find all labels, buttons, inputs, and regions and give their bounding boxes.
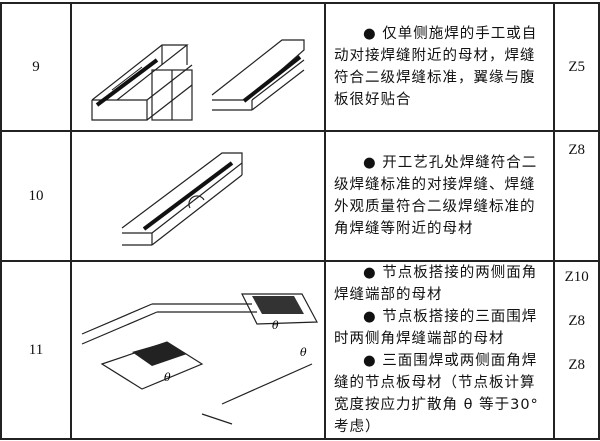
description-text: ● 仅单侧施焊的手工或自动对接焊缝附近的母材，焊缝符合二级焊缝标准，翼缘与腹板很… <box>334 26 538 108</box>
gusset-plate-lap-weld-figure: θ θ θ <box>81 293 319 425</box>
description-text: ● 节点板搭接的两侧面角焊缝端部的母材 <box>334 265 538 303</box>
i-beam-butt-weld-figure <box>91 39 305 121</box>
table-row: 9 ● 仅单侧施焊的手工或自动对接焊缝附近 <box>0 2 600 132</box>
category-cell: Z10 Z8 Z8 <box>553 260 600 440</box>
description-text: ● 三面围焊或两侧面角焊缝的节点板母材（节点板计算宽度按应力扩散角 θ 等于30… <box>334 353 539 435</box>
category-code: Z10 <box>564 269 589 285</box>
category-code: Z8 <box>553 130 600 262</box>
tee-weld-access-hole-figure <box>121 152 243 246</box>
table-row: 10 ● 开工艺孔处焊缝符合二级焊缝标准的对接焊缝、焊缝外观质量符合二级焊缝标准… <box>0 130 600 262</box>
figure-cell <box>70 2 327 132</box>
category-code: Z8 <box>568 357 586 373</box>
description-cell: ● 仅单侧施焊的手工或自动对接焊缝附近的母材，焊缝符合二级焊缝标准，翼缘与腹板很… <box>324 2 556 132</box>
row-number: 10 <box>0 130 73 262</box>
table-row: 11 θ θ θ ● 节点板搭接的两侧面角焊缝端部的母材 ● 节点 <box>0 260 600 440</box>
row-number: 9 <box>0 2 73 132</box>
description-text: ● 节点板搭接的三面围焊时两侧角焊缝端部的母材 <box>334 309 538 347</box>
theta-label: θ <box>300 346 307 359</box>
description-text: ● 开工艺孔处焊缝符合二级焊缝标准的对接焊缝、焊缝外观质量符合二级焊缝标准的角焊… <box>334 155 538 237</box>
description-cell: ● 节点板搭接的两侧面角焊缝端部的母材 ● 节点板搭接的三面围焊时两侧角焊缝端部… <box>324 260 556 440</box>
figure-cell <box>70 130 327 262</box>
category-code: Z8 <box>568 313 586 329</box>
row-number: 11 <box>0 260 73 440</box>
category-code: Z5 <box>553 2 600 132</box>
theta-label: θ <box>164 371 171 384</box>
figure-cell: θ θ θ <box>70 260 327 440</box>
description-cell: ● 开工艺孔处焊缝符合二级焊缝标准的对接焊缝、焊缝外观质量符合二级焊缝标准的角焊… <box>324 130 556 262</box>
theta-label: θ <box>272 319 279 332</box>
